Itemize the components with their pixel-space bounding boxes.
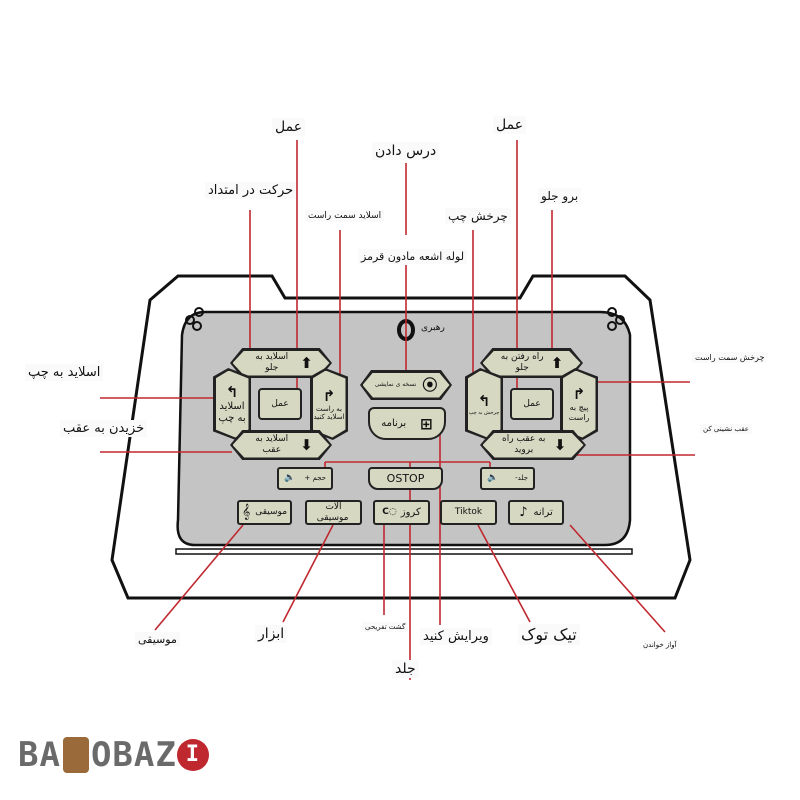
callout-teach: درس دادن xyxy=(372,142,440,160)
callout-turn-right: چرخش سمت راست xyxy=(692,352,768,363)
treble-clef-icon: 𝄞 xyxy=(241,504,251,521)
turn-right-arrow-icon: ↱ xyxy=(572,385,586,404)
windows-icon: ⊞ xyxy=(420,414,433,433)
callout-turn-left: چرخش چپ xyxy=(445,208,511,224)
left-right-button[interactable]: ↱به راست اسلاید کنید xyxy=(310,368,348,440)
instruments-button[interactable]: آلات موسیقی xyxy=(305,500,362,525)
callout-patrol: گشت تفریحی xyxy=(362,622,409,632)
right-action-button[interactable]: عمل xyxy=(510,388,554,420)
speaker-icon: 🔈 xyxy=(284,473,296,484)
callout-slide-left: اسلاید به چپ xyxy=(25,364,104,381)
right-up-button[interactable]: ⬆راه رفتن به جلو xyxy=(480,348,583,378)
callout-action-left: عمل xyxy=(272,118,306,136)
bottom-bar xyxy=(175,548,633,555)
callout-edit: ویرایش کنید xyxy=(420,628,492,645)
callout-singing: آواز خواندن xyxy=(640,640,680,650)
knob-label: رهبری xyxy=(421,323,445,333)
left-left-button[interactable]: ↰اسلاید به چپ xyxy=(213,368,251,440)
right-down-button[interactable]: ⬇به عقب راه بروید xyxy=(480,430,586,460)
volume-down-button[interactable]: جلد-🔈 xyxy=(480,467,535,490)
arrow-up-icon: ⬆ xyxy=(550,354,564,372)
speaker-icon: 🔈 xyxy=(487,473,499,484)
right-right-button[interactable]: ↱پیچ به راست xyxy=(560,368,598,440)
left-action-button[interactable]: عمل xyxy=(258,388,302,420)
callout-action-right: عمل xyxy=(493,116,527,134)
left-down-button[interactable]: ⬇اسلاید به عقب xyxy=(230,430,332,460)
volume-up-button[interactable]: حجم +🔈 xyxy=(277,467,333,490)
cruise-button[interactable]: کروز◌C xyxy=(373,500,430,525)
arrow-down-icon: ⬇ xyxy=(553,436,567,454)
callout-go-forward: برو جلو xyxy=(538,188,582,204)
music-button[interactable]: موسیقی𝄞 xyxy=(237,500,292,525)
stop-button[interactable]: OSTOP xyxy=(368,467,443,490)
left-up-button[interactable]: ⬆اسلاید به جلو xyxy=(230,348,332,378)
callout-slide-right: اسلاید سمت راست xyxy=(305,210,385,222)
callout-tools: ابزار xyxy=(255,625,288,643)
program-button[interactable]: ⊞برنامه xyxy=(368,407,446,440)
callout-tiktok: تیک توک xyxy=(518,624,580,645)
callout-crawl-back: خزیدن به عقب xyxy=(60,420,148,437)
turn-left-arrow-icon: ↰ xyxy=(477,392,491,410)
arrow-down-icon: ⬇ xyxy=(300,436,313,454)
music-note-icon: ♪ xyxy=(519,504,528,520)
demo-button[interactable]: ⦿نسخه ی نمایشی xyxy=(360,370,452,400)
turn-right-arrow-icon: ↱ xyxy=(322,386,336,405)
robot-icon xyxy=(62,737,89,773)
song-button[interactable]: ترانه♪ xyxy=(508,500,564,525)
film-reel-icon: ⦿ xyxy=(422,376,438,394)
turn-left-arrow-icon: ↰ xyxy=(225,383,239,401)
callout-music: موسیقی xyxy=(135,632,180,647)
callout-move-along: حرکت در امتداد xyxy=(205,182,297,199)
callout-retreat: عقب نشینی کن xyxy=(700,424,752,434)
callout-volume: جلد xyxy=(392,660,419,678)
tiktok-button[interactable]: Tiktok xyxy=(440,500,497,525)
cruise-icon: ◌C xyxy=(382,507,397,518)
callout-infrared: لوله اشعه مادون قرمز xyxy=(358,249,468,264)
arrow-up-icon: ⬆ xyxy=(300,354,313,372)
right-left-button[interactable]: ↰چرخش به چپ xyxy=(465,368,503,440)
